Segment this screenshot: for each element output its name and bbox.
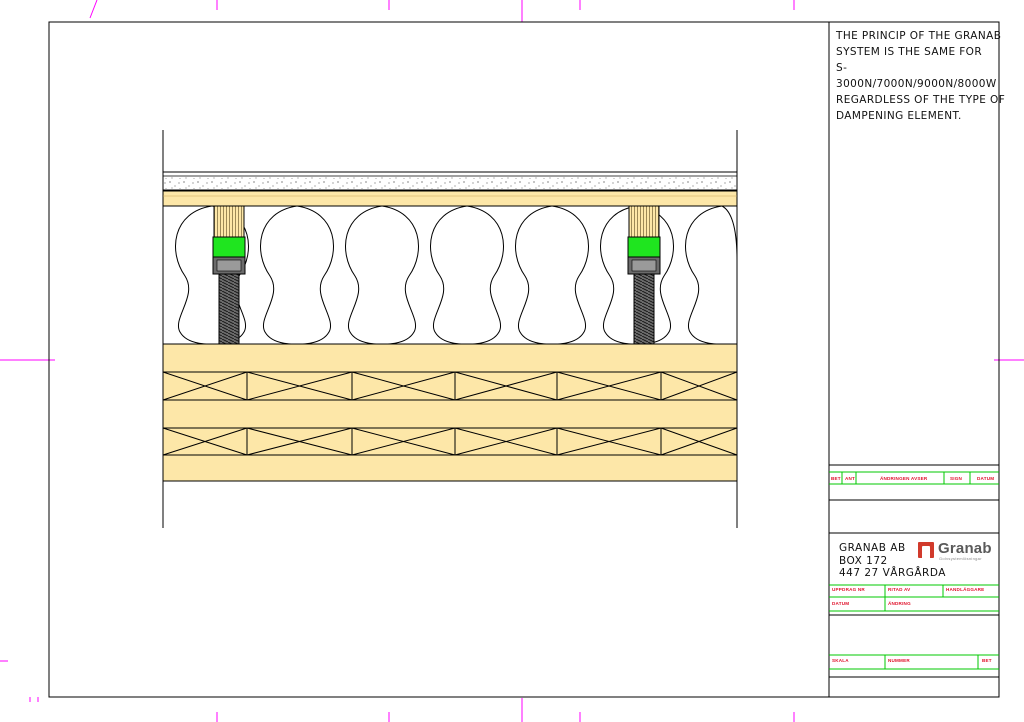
drawing-note: THE PRINCIP OF THE GRANAB SYSTEM IS THE … — [836, 30, 1006, 122]
rev-label-sign: SIGN — [950, 476, 963, 481]
logo-tagline: Golvsystemlösningar — [939, 556, 982, 561]
title-block-frame — [829, 464, 999, 678]
dampening-element-left — [212, 236, 246, 258]
field-bet: BET — [982, 658, 992, 663]
field-handlaggare: HANDLÄGGARE — [946, 587, 985, 592]
field-skala: SKALA — [832, 658, 849, 663]
floor-wood-layer — [162, 190, 738, 207]
title-block-grid — [829, 471, 999, 670]
field-uppdrag-nr: UPPDRAG NR — [832, 587, 865, 592]
field-andring: ÄNDRING — [888, 601, 911, 606]
company-city: 447 27 VÅRGÅRDA — [839, 567, 946, 579]
drawing-frame — [48, 21, 1000, 698]
field-datum: DATUM — [832, 601, 850, 606]
company-box: BOX 172 — [839, 554, 888, 567]
rev-label-bet: BET — [831, 476, 841, 481]
cross-bracing-lower — [162, 427, 738, 456]
dampening-element-right — [627, 236, 661, 258]
granab-logo-icon — [918, 542, 934, 558]
logo-wordmark: Granab — [938, 540, 992, 557]
floor-board-top — [162, 171, 738, 191]
cross-bracing-upper — [162, 371, 738, 401]
joist-beam — [162, 343, 738, 482]
rev-label-datum: DATUM — [977, 476, 995, 481]
rev-label-ant: ANT — [845, 476, 856, 481]
granab-logo: Granab Golvsystemlösningar — [918, 540, 998, 563]
field-nummer: NUMMER — [888, 658, 910, 663]
field-ritad-av: RITAD AV — [888, 587, 911, 592]
company-address: GRANAB AB BOX 172 447 27 VÅRGÅRDA — [839, 542, 946, 580]
rev-label-andringen: ÄNDRINGEN AVSER — [880, 476, 928, 481]
company-name: GRANAB AB — [839, 542, 906, 554]
